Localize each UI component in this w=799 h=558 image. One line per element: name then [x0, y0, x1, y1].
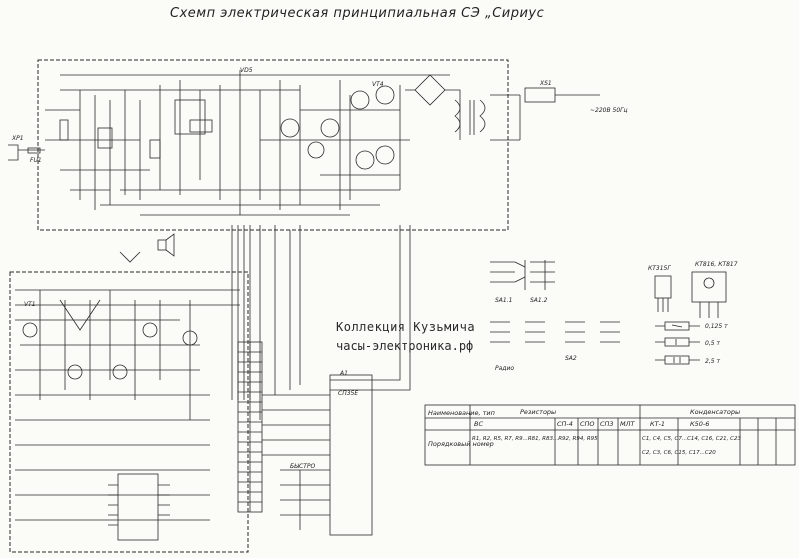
table-head-resistors: Резисторы — [520, 408, 557, 416]
lower-block-outline — [9, 271, 249, 553]
table-r-list: R1, R2, R5, R7, R9...R81, R83...R92, R94… — [472, 436, 598, 442]
table-row-label: Порядковый номер — [428, 440, 494, 448]
label-fu1: FU1 — [30, 157, 42, 164]
table-sub-3: СП3 — [600, 420, 614, 428]
label-vt1: VT1 — [24, 301, 36, 308]
table-sub-5: КТ-1 — [650, 420, 666, 428]
label-kt816: КТ816, КТ817 — [695, 261, 738, 268]
label-xs1: XS1 — [539, 80, 552, 87]
chip-a1 — [329, 374, 373, 536]
switch-sa1-figure — [490, 260, 555, 290]
label-t05: 0,5 т — [705, 340, 720, 347]
parts-table — [424, 404, 796, 466]
label-kt315: КТ315Г — [648, 265, 671, 272]
label-t25: 2,5 т — [705, 358, 720, 365]
label-t0125: 0,125 т — [705, 323, 728, 330]
label-a1: A1 — [339, 370, 348, 377]
table-c-list: С1, С4, С5, С7...С14, С16, С21, С23 — [642, 436, 741, 442]
table-sub-2: СПО — [580, 420, 595, 428]
table-head-caps: Конденсаторы — [690, 408, 741, 416]
table-col-name: Наименование, тип — [428, 409, 495, 417]
label-bystro: БЫСТРО — [290, 463, 315, 470]
switch-sa2-figure — [490, 321, 620, 343]
upper-block-outline — [37, 59, 509, 231]
watermark-line2: часы-электроника.рф — [336, 339, 474, 353]
schematic-title: Схемп электрическая принципиальная СЭ „С… — [170, 6, 545, 21]
label-mains: ~220В 50Гц — [590, 107, 628, 114]
label-xp1: XP1 — [11, 135, 24, 142]
table-sub-1: СП-4 — [557, 420, 573, 428]
table-c2: С2, С3, С6, С15, С17...С20 — [642, 450, 716, 456]
label-radio: Радио — [495, 365, 514, 372]
label-vt4: VT4 — [372, 81, 384, 88]
chip-d1 — [117, 473, 159, 541]
label-sa1-1: SA1.1 — [495, 297, 512, 304]
table-sub-6: К50-6 — [690, 420, 710, 428]
watermark-line1: Коллекция Кузьмича — [336, 320, 476, 334]
label-chip: СП35Е — [338, 390, 358, 397]
label-sa2: SA2 — [565, 355, 577, 362]
table-sub-4: МЛТ — [620, 420, 635, 428]
table-sub-0: ВС — [474, 420, 483, 428]
label-vd5: VD5 — [240, 67, 253, 74]
label-sa1-2: SA1.2 — [530, 297, 548, 304]
